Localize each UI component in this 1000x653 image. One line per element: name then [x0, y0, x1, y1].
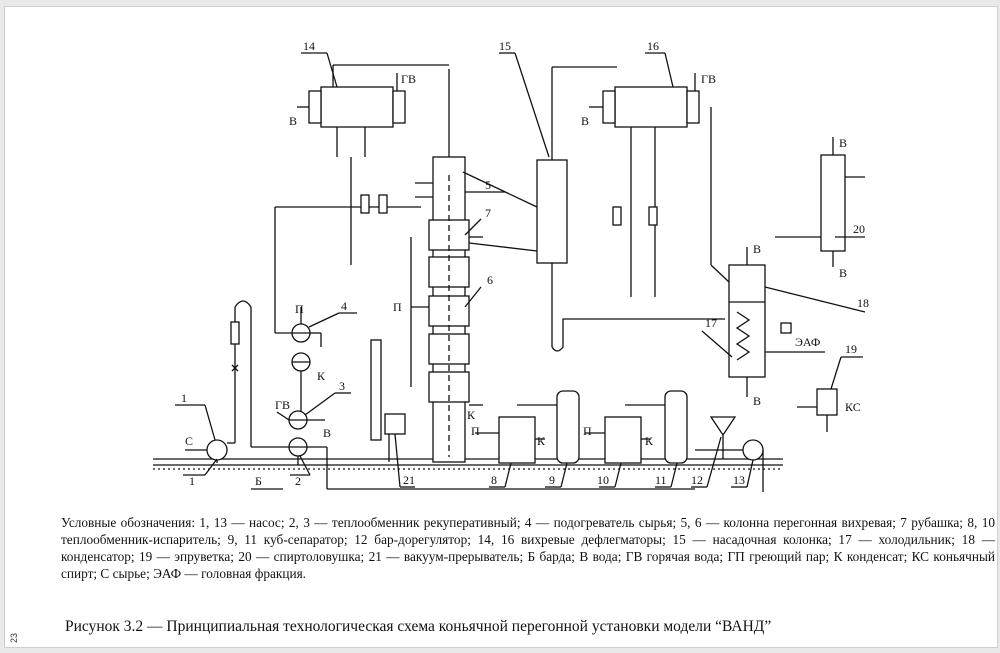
separator-9	[517, 390, 580, 464]
label-1b: 1	[189, 474, 195, 488]
stream-p-heater: П	[295, 302, 304, 316]
evaporator-8	[475, 416, 545, 464]
legend-text: Условные обозначения: 1, 13 — насос; 2, …	[61, 515, 995, 581]
equipment-number-labels: 1 1 2 3 4 5 7 6 8 9 10 11 12 13 14 15 16…	[181, 39, 869, 488]
stream-s: С	[185, 434, 193, 448]
recuperative-heat-exchangers-2-3	[276, 410, 327, 465]
document-page: 1 1 2 3 4 5 7 6 8 9 10 11 12 13 14 15 16…	[4, 6, 998, 648]
stream-p-10: П	[583, 424, 592, 438]
label-20: 20	[853, 222, 865, 236]
label-3: 3	[339, 379, 345, 393]
feed-heater-4	[274, 206, 421, 411]
label-1: 1	[181, 391, 187, 405]
stream-v-20-top: В	[839, 136, 847, 150]
leader-lines	[175, 52, 866, 488]
packed-column-15	[462, 66, 725, 352]
vacuum-breaker-21	[370, 339, 406, 462]
label-2: 2	[295, 474, 301, 488]
process-flow-diagram: 1 1 2 3 4 5 7 6 8 9 10 11 12 13 14 15 16…	[153, 39, 869, 492]
label-15: 15	[499, 39, 511, 53]
stream-p-column: П	[393, 300, 402, 314]
pump-1	[185, 300, 291, 463]
label-9: 9	[549, 473, 555, 487]
pump-13	[695, 439, 764, 492]
label-19: 19	[845, 342, 857, 356]
distillation-column-5-6	[410, 69, 483, 463]
label-6: 6	[487, 273, 493, 287]
label-4: 4	[341, 299, 347, 313]
stream-v-18: В	[753, 242, 761, 256]
stream-v-20-bottom: В	[839, 266, 847, 280]
vortex-dephlegmator-16	[589, 73, 712, 297]
label-18: 18	[857, 296, 869, 310]
stream-v-14: В	[289, 114, 297, 128]
label-12: 12	[691, 473, 703, 487]
stream-gv-16: ГВ	[701, 72, 716, 86]
pressure-regulator-12	[709, 416, 737, 459]
stream-gv-hx: ГВ	[275, 398, 290, 412]
stream-gv-14: ГВ	[401, 72, 416, 86]
label-8: 8	[491, 473, 497, 487]
stream-k-8: К	[537, 434, 546, 448]
stillage-outlet-line	[251, 447, 695, 490]
stream-ks: КС	[845, 400, 861, 414]
stream-labels: С Б В ГВ П К П К В ГВ В ГВ П К П К В В Э…	[185, 72, 861, 488]
stream-v-16: В	[581, 114, 589, 128]
label-16: 16	[647, 39, 659, 53]
label-7: 7	[485, 206, 491, 220]
label-17: 17	[705, 316, 717, 330]
stream-k-10: К	[645, 434, 654, 448]
label-13: 13	[733, 473, 745, 487]
label-10: 10	[597, 473, 609, 487]
alcohol-trap-20	[775, 137, 865, 267]
stream-b: Б	[255, 474, 262, 488]
stream-k-heater: К	[317, 369, 326, 383]
vortex-dephlegmator-14	[297, 64, 449, 265]
stream-p-8: П	[471, 424, 480, 438]
base-frame	[153, 458, 783, 470]
label-11: 11	[655, 473, 667, 487]
evaporator-10	[585, 416, 651, 464]
label-21: 21	[403, 473, 415, 487]
stream-eaf: ЭАФ	[795, 335, 820, 349]
separator-11	[625, 390, 688, 464]
page-number: 23	[9, 632, 19, 643]
figure-caption: Рисунок 3.2 — Принципиальная технологиче…	[65, 618, 772, 635]
condenser-18-cooler-17	[710, 247, 825, 397]
label-5: 5	[485, 178, 491, 192]
sight-glass-19	[797, 388, 838, 432]
stream-k-column: К	[467, 408, 476, 422]
stream-v-hx: В	[323, 426, 331, 440]
label-14: 14	[303, 39, 315, 53]
stream-v-17: В	[753, 394, 761, 408]
